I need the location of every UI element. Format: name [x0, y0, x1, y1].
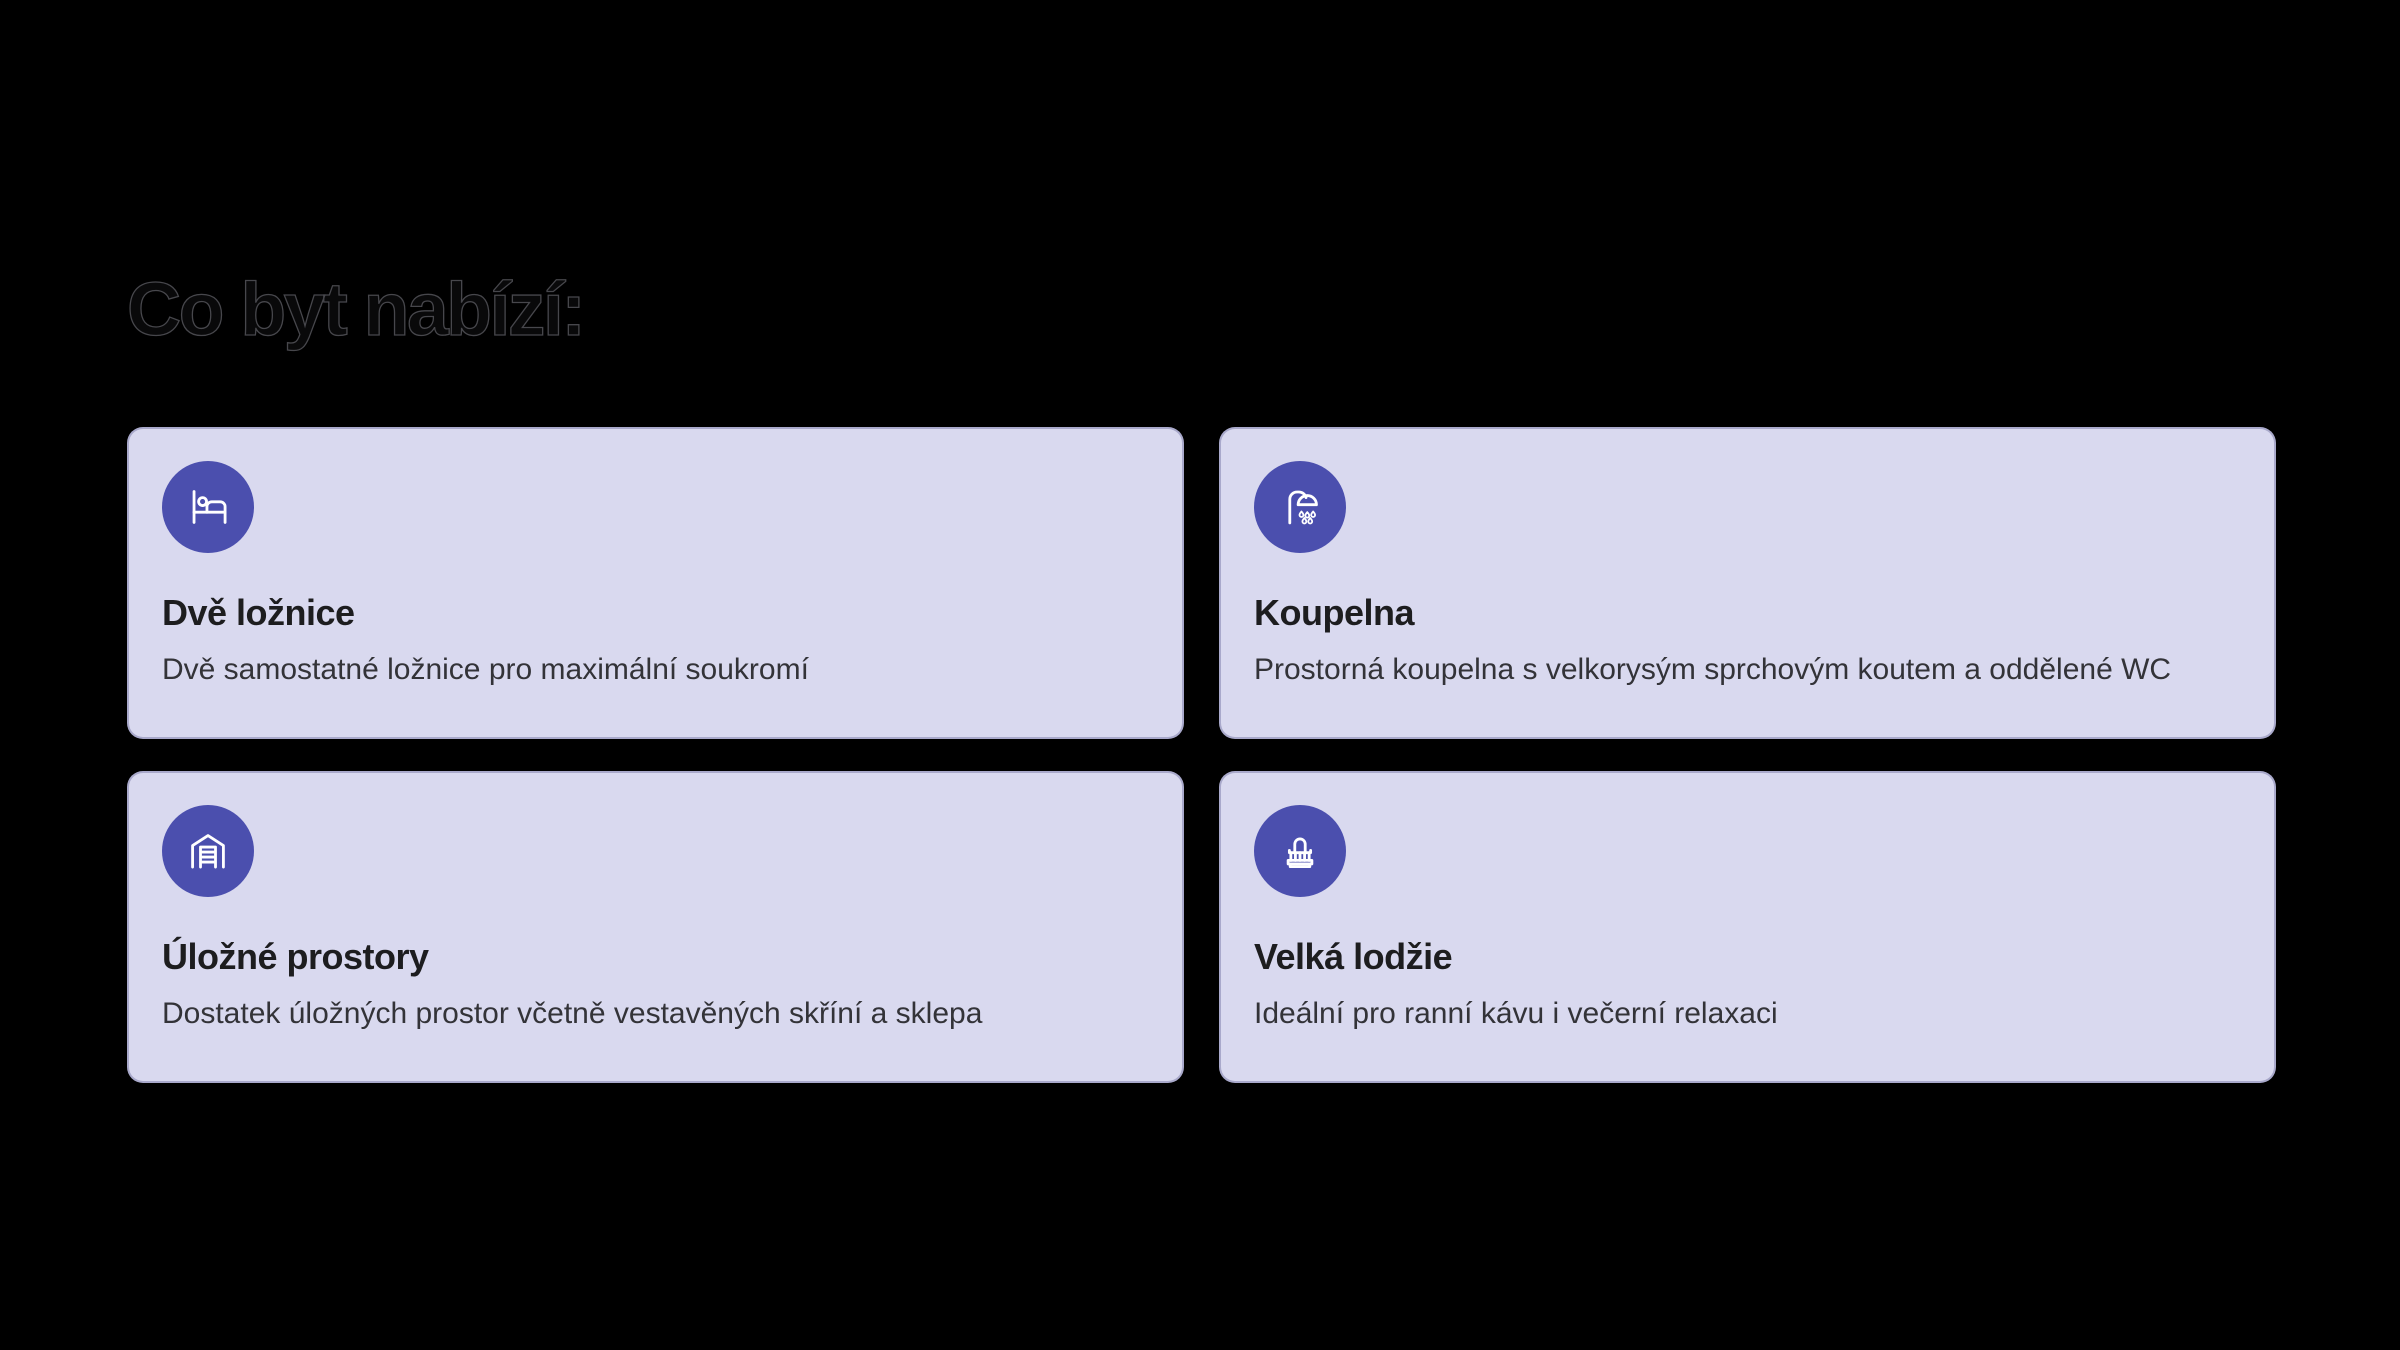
icon-badge: [162, 460, 254, 553]
feature-cards-grid: Dvě ložnice Dvě samostatné ložnice pro m…: [127, 426, 2276, 1083]
feature-card-storage: Úložné prostory Dostatek úložných prosto…: [127, 770, 1184, 1083]
warehouse-icon: [191, 833, 225, 868]
feature-description: Dvě samostatné ložnice pro maximální sou…: [162, 652, 809, 686]
feature-card-loggia: Velká lodžie Ideální pro ranní kávu i ve…: [1219, 770, 2276, 1083]
icon-badge: [1254, 804, 1346, 897]
balcony-icon: [1286, 837, 1314, 868]
feature-card-bathroom: Koupelna Prostorná koupelna s velkorysým…: [1219, 426, 2276, 739]
page-title: Co byt nabízí:: [126, 267, 586, 351]
feature-description: Prostorná koupelna s velkorysým sprchový…: [1254, 652, 2172, 686]
feature-title: Koupelna: [1254, 591, 1415, 633]
icon-badge: [162, 804, 254, 897]
feature-title: Dvě ložnice: [162, 591, 355, 633]
feature-description: Ideální pro ranní kávu i večerní relaxac…: [1254, 996, 1778, 1030]
feature-description: Dostatek úložných prostor včetně vestavě…: [162, 996, 983, 1030]
feature-title: Úložné prostory: [162, 935, 429, 977]
icon-badge: [1254, 460, 1346, 553]
feature-card-bedrooms: Dvě ložnice Dvě samostatné ložnice pro m…: [127, 426, 1184, 739]
feature-title: Velká lodžie: [1254, 935, 1453, 977]
shower-icon: [1288, 490, 1318, 524]
apartment-features-section: Co byt nabízí: Dvě ložnice Dvě samostatn…: [126, 0, 2276, 1083]
bed-icon: [192, 489, 227, 524]
